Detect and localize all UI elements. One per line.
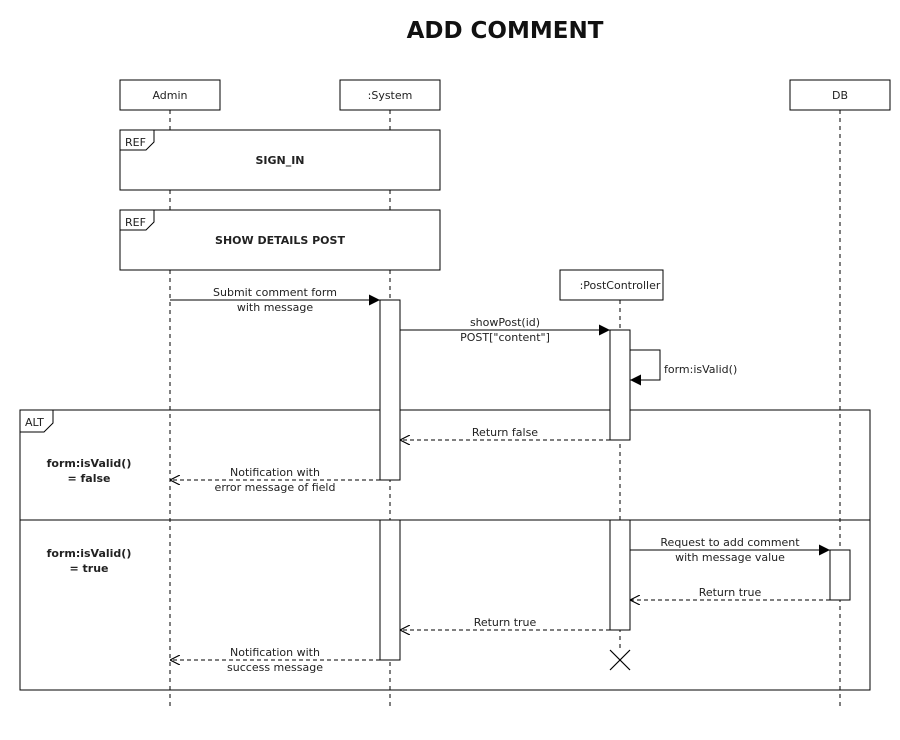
ref-label-sign-in: SIGN_IN <box>255 154 304 167</box>
ctrl-return-true-label: Return true <box>474 616 537 629</box>
ref-label-show-details-post: SHOW DETAILS POST <box>215 234 345 247</box>
postcontroller-activation-1 <box>609 329 631 441</box>
participant-postcontroller: :PostController <box>559 269 664 301</box>
ref-tag: REF <box>125 216 146 229</box>
participant-postcontroller-label: :PostController <box>580 279 661 292</box>
participant-admin-label: Admin <box>152 89 187 102</box>
showpost-label-line1: showPost(id) <box>470 316 540 329</box>
request-add-label-line1: Request to add comment <box>660 536 800 549</box>
alt-guard-true-line1: form:isValid() <box>47 547 132 560</box>
ref-tag: REF <box>125 136 146 149</box>
request-add-label-line2: with message value <box>675 551 785 564</box>
ref-frame-show-details-post: REF SHOW DETAILS POST <box>119 209 441 271</box>
ref-frame-sign-in: REF SIGN_IN <box>119 129 441 191</box>
alt-guard-false-line2: = false <box>67 472 110 485</box>
db-activation <box>829 549 851 601</box>
participant-admin: Admin <box>119 79 221 111</box>
isvalid-label: form:isValid() <box>664 363 737 376</box>
system-activation-1 <box>379 299 401 481</box>
alt-tag: ALT <box>25 416 44 429</box>
system-activation-2 <box>379 519 401 661</box>
participant-system-label: :System <box>368 89 413 102</box>
isvalid-self-arrow <box>630 349 661 386</box>
submit-comment-label-line2: with message <box>237 301 314 314</box>
submit-comment-label-line1: Submit comment form <box>213 286 337 299</box>
postcontroller-activation-2 <box>609 519 631 631</box>
return-false-label: Return false <box>472 426 538 439</box>
db-return-true-label: Return true <box>699 586 762 599</box>
showpost-label-line2: POST["content"] <box>460 331 550 344</box>
participant-system: :System <box>339 79 441 111</box>
notify-success-label-line1: Notification with <box>230 646 320 659</box>
alt-fragment: ALT form:isValid() = false form:isValid(… <box>19 409 871 691</box>
diagram-title: ADD COMMENT <box>407 18 604 44</box>
participant-db-label: DB <box>832 89 848 102</box>
postcontroller-destroy-mark <box>609 649 631 671</box>
alt-guard-false-line1: form:isValid() <box>47 457 132 470</box>
notify-success-label-line2: success message <box>227 661 323 674</box>
notify-error-label-line2: error message of field <box>215 481 336 494</box>
notify-error-label-line1: Notification with <box>230 466 320 479</box>
participant-db: DB <box>789 79 891 111</box>
alt-guard-true-line2: = true <box>69 562 108 575</box>
